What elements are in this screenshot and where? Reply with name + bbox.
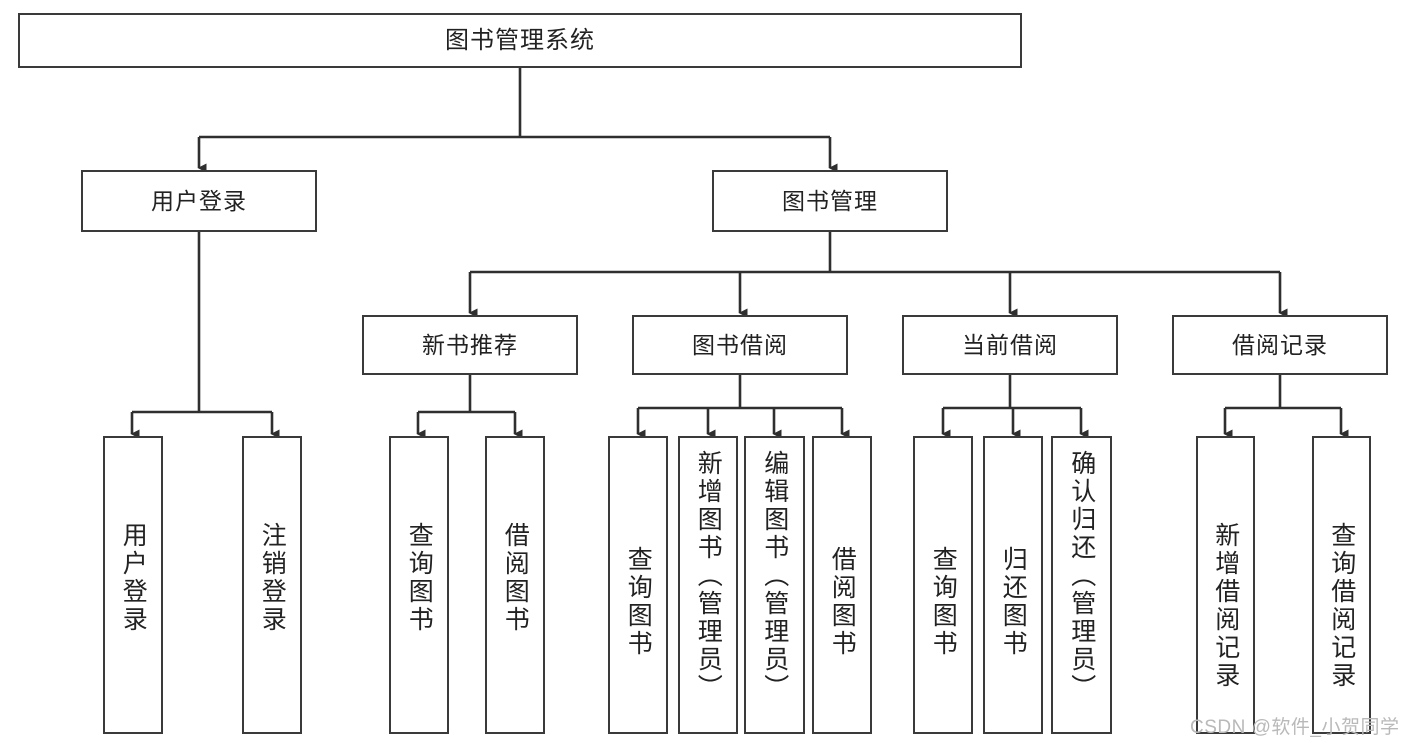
node-label: 确认归还（管理员）	[1067, 450, 1096, 702]
node-label: 用户登录	[151, 187, 247, 214]
leaf-query-books-borrow[interactable]: 查询图书	[608, 436, 668, 734]
node-label: 归还图书	[999, 546, 1028, 658]
leaf-borrow-books-recommend[interactable]: 借阅图书	[485, 436, 545, 734]
node-label: 注销登录	[258, 522, 287, 634]
leaf-logout[interactable]: 注销登录	[242, 436, 302, 734]
node-label: 查询图书	[405, 522, 434, 634]
node-label: 查询借阅记录	[1327, 522, 1356, 690]
leaf-return-books[interactable]: 归还图书	[983, 436, 1043, 734]
node-current-borrow[interactable]: 当前借阅	[902, 315, 1118, 375]
csdn-watermark: CSDN @软件_小贺同学	[1190, 717, 1400, 738]
node-label: 新书推荐	[422, 331, 518, 358]
leaf-query-books-current[interactable]: 查询图书	[913, 436, 973, 734]
node-label: 新增借阅记录	[1211, 522, 1240, 690]
leaf-query-borrow-record[interactable]: 查询借阅记录	[1312, 436, 1371, 734]
node-label: 借阅记录	[1232, 331, 1328, 358]
leaf-add-book-admin[interactable]: 新增图书（管理员）	[678, 436, 738, 734]
node-label: 图书管理	[782, 187, 878, 214]
node-book-borrow[interactable]: 图书借阅	[632, 315, 848, 375]
node-root-system[interactable]: 图书管理系统	[18, 13, 1022, 68]
node-borrow-records[interactable]: 借阅记录	[1172, 315, 1388, 375]
node-label: 查询图书	[929, 546, 958, 658]
leaf-confirm-return-admin[interactable]: 确认归还（管理员）	[1051, 436, 1112, 734]
node-label: 新增图书（管理员）	[694, 450, 723, 702]
node-label: 图书管理系统	[445, 26, 595, 54]
node-label: 借阅图书	[501, 522, 530, 634]
node-label: 编辑图书（管理员）	[760, 450, 789, 702]
leaf-user-login[interactable]: 用户登录	[103, 436, 163, 734]
node-label: 图书借阅	[692, 331, 788, 358]
leaf-query-books-recommend[interactable]: 查询图书	[389, 436, 449, 734]
node-book-management[interactable]: 图书管理	[712, 170, 948, 232]
node-label: 借阅图书	[828, 546, 857, 658]
node-user-login[interactable]: 用户登录	[81, 170, 317, 232]
node-label: 查询图书	[624, 546, 653, 658]
node-label: 用户登录	[119, 522, 148, 634]
node-new-book-recommend[interactable]: 新书推荐	[362, 315, 578, 375]
leaf-borrow-books-borrow[interactable]: 借阅图书	[812, 436, 872, 734]
leaf-add-borrow-record[interactable]: 新增借阅记录	[1196, 436, 1255, 734]
leaf-edit-book-admin[interactable]: 编辑图书（管理员）	[744, 436, 805, 734]
node-label: 当前借阅	[962, 331, 1058, 358]
